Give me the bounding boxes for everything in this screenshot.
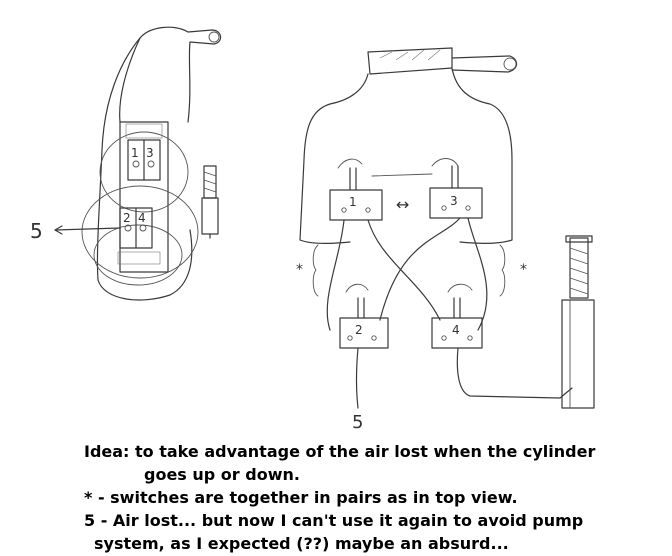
front-air-outlet-tube — [355, 347, 359, 409]
caption-notes: Idea: to take advantage of the air lost … — [84, 440, 664, 555]
caption-line-idea-cont: goes up or down. — [144, 465, 300, 484]
front-between-arrow: ↔ — [396, 195, 409, 214]
front-switch-3-label: 3 — [450, 194, 458, 208]
front-tube-3-to-2 — [379, 217, 461, 321]
front-pair-marker-right: * — [520, 262, 527, 278]
front-switch-1: 1 — [329, 167, 383, 221]
front-switch-4: 4 — [431, 297, 483, 349]
front-air-hose — [367, 47, 453, 75]
caption-line-five-note: 5 - Air lost... but now I can't use it a… — [84, 511, 584, 530]
front-pair-marker-left: * — [296, 262, 303, 278]
side-switch-4-label: 4 — [138, 211, 146, 225]
caption-line-asterisk-note: * - switches are together in pairs as in… — [84, 488, 518, 507]
air-hose — [139, 26, 222, 123]
side-outlet-label: 5 — [30, 219, 43, 243]
side-switch-2-label: 2 — [123, 211, 131, 225]
front-switch-2: 2 — [339, 297, 389, 349]
side-cylinder — [201, 165, 219, 239]
side-view-sketch: 1 3 2 4 5 — [30, 26, 222, 301]
side-switch-1-label: 1 — [131, 146, 139, 160]
front-switch-1-label: 1 — [349, 195, 357, 209]
front-switch-4-label: 4 — [452, 323, 460, 337]
side-switch-3-label: 3 — [146, 146, 154, 160]
front-view-sketch: 1 3 ↔ * * 2 — [296, 47, 595, 430]
caption-line-idea: Idea: to take advantage of the air lost … — [84, 442, 596, 461]
hand-drawn-diagram: 1 3 2 4 5 — [30, 26, 595, 430]
side-air-outlet-arrow — [54, 227, 121, 231]
front-switch-3: 3 — [429, 165, 483, 219]
caption-line-five-note-cont: system, as I expected (??) maybe an absu… — [94, 534, 509, 553]
front-tube-1-to-4 — [367, 219, 441, 321]
front-switch-2-label: 2 — [355, 323, 363, 337]
front-outlet-label: 5 — [352, 412, 363, 430]
front-tube-4-to-cylinder — [456, 347, 573, 399]
front-cylinder — [561, 235, 595, 409]
side-body — [119, 121, 169, 273]
